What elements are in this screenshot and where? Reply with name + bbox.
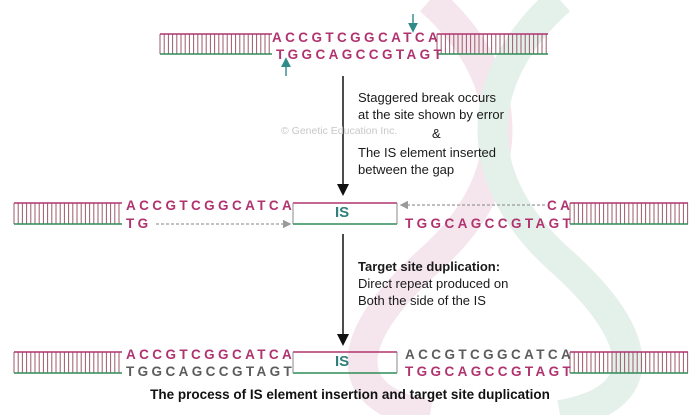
ladder-step2-right — [569, 202, 689, 225]
watermark: © Genetic Education Inc. — [281, 125, 398, 137]
ladder-step2-left — [13, 202, 122, 225]
ladder-step1-left — [159, 33, 272, 55]
step2-right-bottom: TGGCAGCCGTAGT — [405, 216, 575, 231]
background-helix — [347, 0, 643, 415]
step1-bottom-strand: TGGCAGCCGTAGT — [276, 47, 446, 62]
step2-left-bottom: TG — [126, 216, 152, 231]
note1-line1: Staggered break occurs — [358, 90, 497, 105]
ladder-step3-left — [13, 351, 122, 374]
ladder-step3-right — [569, 351, 689, 374]
step3-right-top-duplicated: ACCGTCGGCATCA — [405, 347, 575, 362]
step2-right-top: CA — [547, 198, 574, 213]
note2-title: Target site duplication: — [358, 259, 501, 274]
note1-amp: & — [432, 126, 441, 141]
note2-line2: Both the side of the IS — [358, 293, 486, 308]
note2-line1: Direct repeat produced on — [358, 276, 509, 291]
step3-right-bottom: TGGCAGCCGTAGT — [405, 364, 575, 379]
note1-line3: The IS element inserted — [358, 145, 497, 160]
dna-ladders — [13, 33, 689, 374]
figure-caption: The process of IS element insertion and … — [150, 387, 550, 402]
step3-left-bottom-duplicated: TGGCAGCCGTAGT — [126, 364, 296, 379]
note1-line4: between the gap — [358, 162, 455, 177]
is-label-step3: IS — [335, 353, 350, 370]
step1-top-strand: ACCGTCGGCATCA — [272, 30, 442, 45]
note1-line2: at the site shown by error — [358, 107, 504, 122]
is-element-step3 — [292, 351, 398, 374]
is-label-step2: IS — [335, 204, 350, 221]
step3-left-top: ACCGTCGGCATCA — [126, 347, 296, 362]
step2-left-top: ACCGTCGGCATCA — [126, 198, 296, 213]
ladder-step1-right — [436, 33, 548, 55]
is-element-step2 — [292, 202, 398, 225]
